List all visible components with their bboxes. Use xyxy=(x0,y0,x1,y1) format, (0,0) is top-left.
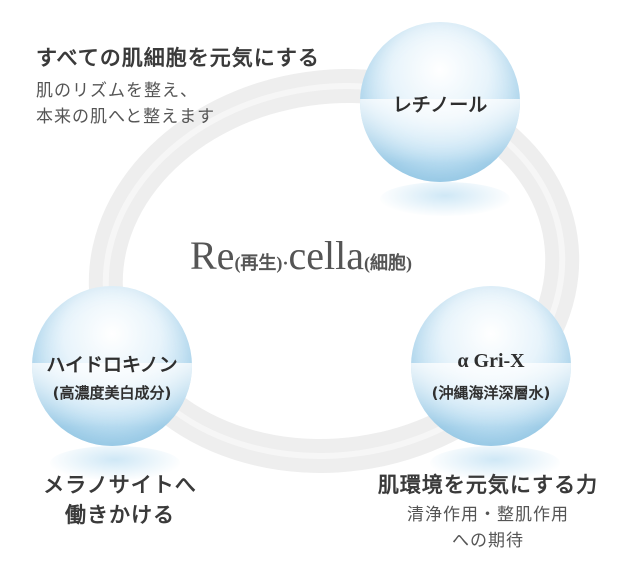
right-sphere: α Gri-X (沖縄海洋深層水) xyxy=(411,286,571,446)
right-sphere-reflection xyxy=(430,446,560,480)
caption-bottom-left-line: メラノサイトへ xyxy=(43,473,197,497)
caption-bottom-left-line: 働きかける xyxy=(65,503,175,527)
center-title: Re(再生)·cella(細胞) xyxy=(190,232,490,279)
left-sphere-sub: (高濃度美白成分) xyxy=(52,384,172,402)
left-sphere-reflection xyxy=(50,446,180,480)
left-sphere: ハイドロキノン (高濃度美白成分) xyxy=(32,286,192,446)
caption-top-left-line: 本来の肌へと整えます xyxy=(36,107,216,127)
right-sphere-sub: (沖縄海洋深層水) xyxy=(431,384,551,402)
caption-top-left-heading: すべての肌細胞を元気にする xyxy=(36,46,320,70)
caption-bottom-right-heading: 肌環境を元気にする力 xyxy=(377,473,599,497)
right-sphere-label: α Gri-X xyxy=(457,350,525,372)
center-title-cella-note: (細胞) xyxy=(363,253,412,273)
top-sphere-label: レチノール xyxy=(392,94,488,116)
top-sphere: レチノール xyxy=(360,22,520,182)
caption-top-left: すべての肌細胞を元気にする 肌のリズムを整え、 本来の肌へと整えます xyxy=(36,42,320,130)
center-title-cella: cella xyxy=(288,233,364,278)
top-sphere-reflection xyxy=(380,182,510,216)
caption-bottom-left: メラノサイトへ 働きかける xyxy=(30,470,210,530)
left-sphere-label: ハイドロキノン xyxy=(46,354,178,376)
caption-bottom-right: 肌環境を元気にする力 清浄作用・整肌作用 への期待 xyxy=(368,470,608,554)
center-title-re-note: (再生) xyxy=(234,253,283,273)
center-title-re: Re xyxy=(190,233,235,278)
center-title-dot: · xyxy=(282,253,289,273)
caption-bottom-right-line: への期待 xyxy=(452,531,524,551)
caption-bottom-right-line: 清浄作用・整肌作用 xyxy=(407,505,569,525)
caption-top-left-line: 肌のリズムを整え、 xyxy=(36,81,198,101)
